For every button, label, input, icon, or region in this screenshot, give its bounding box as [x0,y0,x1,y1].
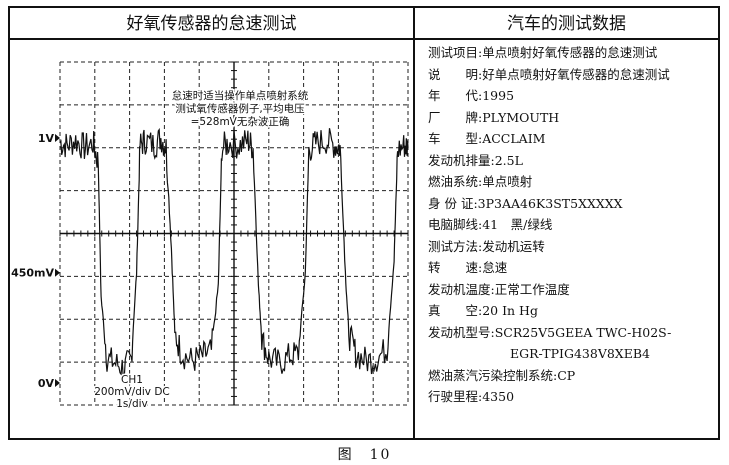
level-label: 450mV [11,267,54,280]
scope-annotation-line: 怠速时适当操作单点喷射系统 [172,89,309,102]
level-label: 1V [38,132,55,145]
spec-description: 说 明:好单点喷射好氧传感器的怠速测试 [428,66,670,82]
spec-engine-code-cont: EGR-TPIG438V8XEB4 [510,346,650,361]
channel-info-line: 1s/div [116,398,148,410]
scope-panel-title: 好氧传感器的怠速测试 [126,14,297,34]
spec-evap-system: 燃油蒸汽污染控制系统:CP [428,367,576,383]
figure-caption: 图 10 [337,447,392,463]
spec-ecu-pin: 电脑脚线:41 黑/绿线 [428,217,553,232]
level-label: 0V [38,377,55,390]
spec-vin: 身 份 证:3P3AA46K3ST5XXXXX [428,195,623,211]
spec-year: 年 代:1995 [428,88,515,103]
test-data-list: 测试项目:单点喷射好氧传感器的怠速测试 说 明:好单点喷射好氧传感器的怠速测试 … [428,42,714,408]
spec-displacement: 发动机排量:2.5L [428,152,523,168]
oxygen-sensor-waveform [59,127,409,379]
spec-engine-code: 发动机型号:SCR25V5GEEA TWC-H02S- [428,324,672,340]
channel-info-line: 200mV/div DC [94,386,170,398]
spec-fuel-system: 燃油系统:单点喷射 [428,174,533,189]
test-data-panel-title: 汽车的测试数据 [507,14,626,34]
level-marker [55,378,60,387]
channel-info-line: CH1 [121,374,143,386]
spec-mileage: 行驶里程:4350 [428,389,515,404]
level-marker [55,133,60,142]
header-divider [8,38,720,40]
spec-model: 车 型:ACCLAIM [428,131,546,146]
level-marker [55,268,60,277]
spec-engine-temp: 发动机温度:正常工作温度 [428,281,570,297]
figure-frame [8,6,720,440]
scope-annotation-line: =528mV无杂波正确 [191,115,290,128]
spec-make: 厂 牌:PLYMOUTH [428,109,560,125]
panel-divider [413,6,415,440]
spec-test-method: 测试方法:发动机运转 [428,238,545,254]
scope-annotation-line: 测试氧传感器例子,平均电压 [175,102,305,115]
spec-vacuum: 真 空:20 In Hg [428,303,538,318]
spec-rpm: 转 速:怠速 [428,260,508,275]
spec-test-item: 测试项目:单点喷射好氧传感器的怠速测试 [428,45,658,60]
